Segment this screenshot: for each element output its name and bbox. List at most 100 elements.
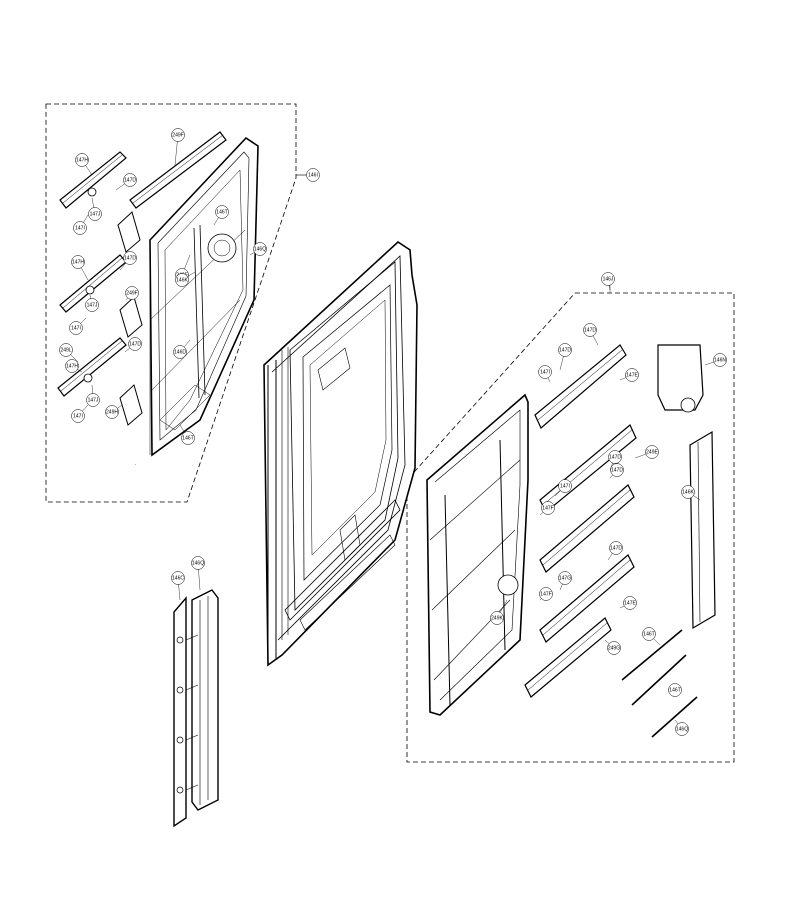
callout-146t: 146T (668, 683, 682, 697)
group-boundary-left (45, 103, 297, 503)
callout-circle (610, 463, 624, 477)
callout-label: 249L (60, 348, 71, 354)
bracket-frame-panel (149, 136, 259, 457)
callout-249f: 249F (171, 128, 185, 166)
callout-146q: 146Q (249, 242, 267, 256)
callout-label: 147E (624, 601, 636, 607)
callout-circle (75, 153, 89, 167)
callout-label: 147D (559, 348, 571, 354)
callout-147e: 147E (619, 368, 639, 382)
callout-circle (86, 393, 100, 407)
callout-label: 249F (172, 133, 183, 139)
callout-label: 249E (646, 450, 658, 456)
callout-147i: 147I (69, 317, 87, 335)
callout-label: 249F (126, 291, 137, 297)
callout-146k: 146K (681, 485, 701, 501)
callout-label: 147H (66, 364, 78, 370)
callout-label: 146K (176, 278, 188, 284)
callout-circle (181, 431, 195, 445)
vertical-rail (689, 430, 716, 630)
callout-circle (71, 409, 85, 423)
callout-layer: 147H 147D 147J 147I 249F 146I 147H 147D 249F 147J… (59, 128, 727, 736)
callout-circle (608, 450, 622, 464)
callout-249h: 249H (105, 404, 123, 419)
callout-circle (253, 242, 267, 256)
callout-147d: 147D (558, 343, 572, 371)
callout-label: 147D (610, 546, 622, 552)
callout-circle (583, 323, 597, 337)
group-boundary-right (406, 292, 735, 763)
callout-label: 147D (584, 328, 596, 334)
callout-circle (125, 286, 139, 300)
callout-label: 147J (87, 303, 98, 309)
callout-249g: 249G (604, 639, 621, 655)
callout-label: 147D (609, 455, 621, 461)
callout-circle (175, 273, 189, 287)
callout-146d: 146D (173, 339, 191, 359)
callout-label: 249H (106, 410, 118, 416)
callout-147j: 147J (88, 197, 102, 221)
callout-label: 146K (682, 490, 694, 496)
callout-146n: 146N (704, 353, 727, 367)
callout-circle (65, 359, 79, 373)
callout-label: 146C (172, 576, 184, 582)
callout-circle (191, 556, 205, 570)
callout-147d: 147D (609, 463, 624, 479)
callout-circle (490, 611, 504, 625)
callout-label: 146T (216, 210, 227, 216)
callout-label: 146Q (192, 561, 204, 567)
callout-label: 146Q (254, 247, 266, 253)
callout-label: 146Q (676, 727, 688, 733)
callout-circle (128, 337, 142, 351)
callout-circle (713, 353, 727, 367)
callout-circle (69, 321, 83, 335)
callout-146q: 146Q (191, 556, 205, 591)
callout-circle (609, 541, 623, 555)
callout-circle (173, 345, 187, 359)
callout-label: 147F (542, 506, 553, 512)
callout-circle (558, 479, 572, 493)
callout-146q: 146Q (674, 719, 689, 736)
callout-circle (71, 255, 85, 269)
callout-circle (558, 571, 572, 585)
callout-circle (171, 128, 185, 142)
callout-label: 249K (491, 616, 503, 622)
callout-circle (675, 722, 689, 736)
callout-label: 147I (540, 370, 550, 376)
callout-label: 147I (560, 484, 570, 490)
callout-circle (215, 205, 229, 219)
callout-circle (123, 173, 137, 187)
callout-249k: 249K (490, 599, 508, 625)
callout-147d: 147D (115, 173, 137, 191)
callout-146t: 146T (642, 627, 661, 646)
callout-146i: 146I (296, 168, 320, 182)
callout-label: 147D (124, 178, 136, 184)
callout-147i: 147I (538, 365, 552, 383)
callout-146c: 146C (171, 571, 185, 601)
callout-circle (607, 641, 621, 655)
callout-label: 146N (714, 358, 726, 364)
callout-circle (171, 571, 185, 585)
hinge-strip (173, 589, 219, 828)
callout-circle (123, 251, 137, 265)
slide-rail-assembly (57, 131, 227, 426)
callout-146j: 146J (601, 272, 615, 291)
callout-label: 146T (643, 632, 654, 638)
callout-label: 146J (603, 277, 614, 283)
callout-label: 146I (308, 173, 318, 179)
dot-mark: . (135, 461, 136, 467)
callout-146t: 146T (213, 205, 229, 226)
callout-147d: 147D (607, 541, 623, 561)
callout-circle (59, 343, 73, 357)
callout-147f: 147F (539, 501, 555, 516)
callout-label: 147H (76, 158, 88, 164)
callout-146k: 146K (175, 271, 196, 287)
callout-label: 146T (669, 688, 680, 694)
callout-147i: 147I (554, 479, 572, 497)
callout-147h: 147H (65, 359, 83, 373)
callout-249e: 249E (634, 445, 659, 459)
callout-label: 146T (182, 436, 193, 442)
callout-label: 147E (626, 373, 638, 379)
callout-circle (85, 298, 99, 312)
callout-146t: 146T (179, 424, 195, 445)
